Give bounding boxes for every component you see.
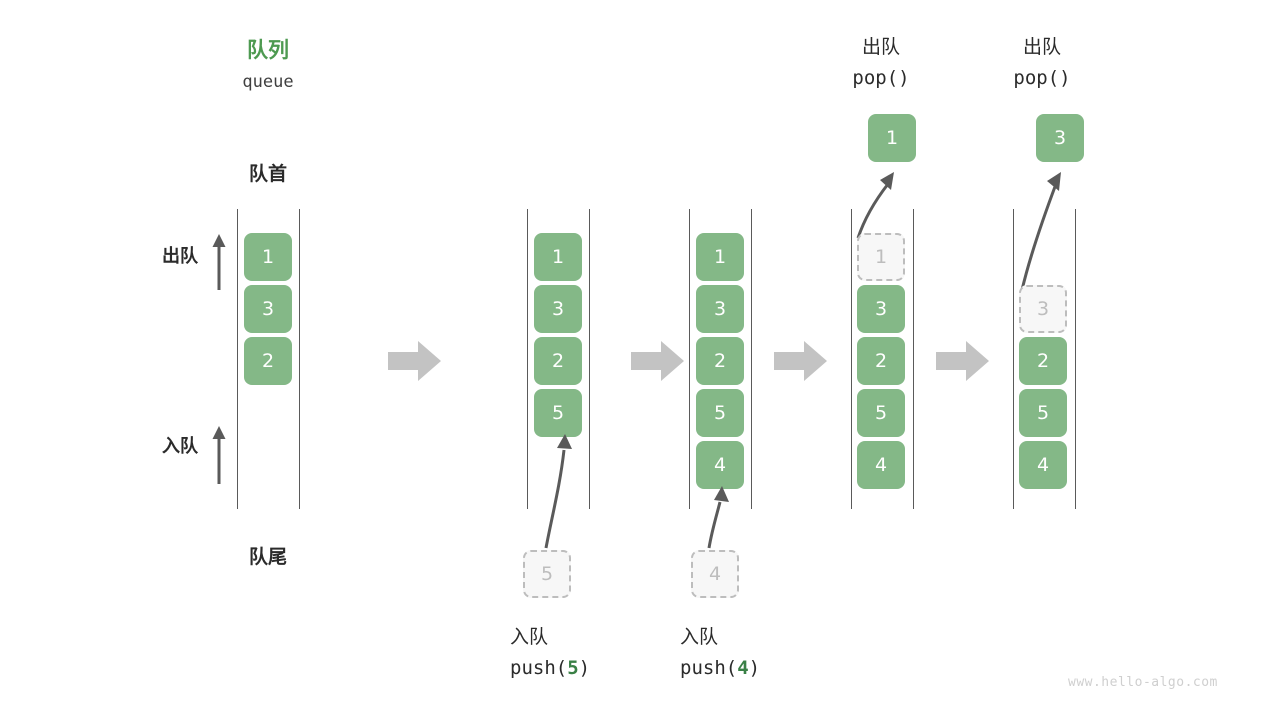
stage5-rail-right [1075,209,1076,509]
stage4-cell-0-ghost: 1 [857,233,905,281]
stage2-caption-code: push(5) [478,657,710,679]
stage4-rail-right [913,209,914,509]
stage2-incoming-ghost-cell: 5 [523,550,571,598]
rear-label: 队尾 [248,546,287,568]
stage2-cell-2: 2 [534,337,582,385]
stage5-cell-3: 4 [1019,441,1067,489]
stage3-cell-3: 5 [696,389,744,437]
queue-title-en: queue [242,72,294,92]
stage3-cell-0: 1 [696,233,744,281]
stage5-header-code: pop() [1013,67,1071,89]
transition-arrow-2-icon [631,341,684,381]
transition-arrow-1-icon [388,341,441,381]
enqueue-direction-label: 入队 [162,436,198,457]
stage2-code-pre: push( [510,657,568,679]
stage1-cell-1: 3 [244,285,292,333]
watermark: www.hello-algo.com [1068,675,1218,690]
stage4-pop-arrow-icon [856,172,894,239]
queue-title-cn: 队列 [247,38,289,62]
stage3-cell-4: 4 [696,441,744,489]
stage3-rail-left [689,209,690,509]
stage2-code-post: ) [578,657,591,679]
stage3-rail-right [751,209,752,509]
stage1-cell-0: 1 [244,233,292,281]
enqueue-direction-arrow-icon [212,426,226,484]
stage3-code-arg: 4 [737,657,749,679]
dequeue-direction-arrow-icon [212,234,226,290]
stage5-popped-cell: 3 [1036,114,1084,162]
stage4-cell-1: 3 [857,285,905,333]
stage3-cell-1: 3 [696,285,744,333]
stage3-code-post: ) [748,657,761,679]
stage4-cell-3: 5 [857,389,905,437]
stage5-cell-1: 2 [1019,337,1067,385]
stage1-rail-left [237,209,238,509]
stage2-rail-left [527,209,528,509]
transition-arrow-3-icon [774,341,827,381]
stage5-cell-2: 5 [1019,389,1067,437]
stage4-header-cn: 出队 [861,36,900,58]
stage4-rail-left [851,209,852,509]
stage1-cell-2: 2 [244,337,292,385]
stage4-cell-2: 2 [857,337,905,385]
front-label: 队首 [248,163,287,185]
stage3-caption-code: push(4) [648,657,880,679]
stage4-popped-cell: 1 [868,114,916,162]
stage2-cell-1: 3 [534,285,582,333]
stage3-code-pre: push( [680,657,738,679]
stage5-rail-left [1013,209,1014,509]
stage4-header-code: pop() [852,67,910,89]
stage3-push-arrow-icon [707,486,729,549]
dequeue-direction-label: 出队 [162,246,198,267]
stage5-pop-arrow-icon [1020,172,1061,291]
stage3-caption-cn: 入队 [680,626,719,648]
stage2-caption-cn: 入队 [510,626,549,648]
stage2-code-arg: 5 [567,657,579,679]
stage3-incoming-ghost-cell: 4 [691,550,739,598]
stage5-header-cn: 出队 [1022,36,1061,58]
stage2-cell-0: 1 [534,233,582,281]
stage1-rail-right [299,209,300,509]
stage2-push-arrow-icon [544,434,572,549]
stage5-cell-0-ghost: 3 [1019,285,1067,333]
stage3-cell-2: 2 [696,337,744,385]
stage2-rail-right [589,209,590,509]
stage2-cell-3: 5 [534,389,582,437]
transition-arrow-4-icon [936,341,989,381]
stage4-cell-4: 4 [857,441,905,489]
